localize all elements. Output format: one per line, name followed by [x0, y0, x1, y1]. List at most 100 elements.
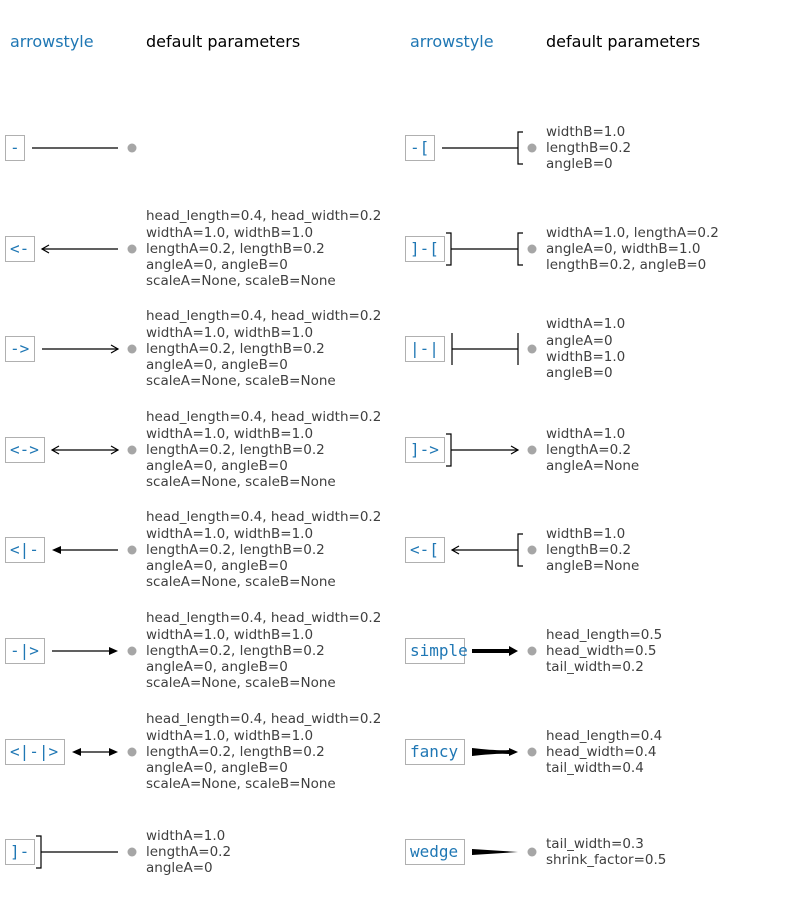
- parameter-line: head_length=0.4, head_width=0.2: [146, 208, 382, 225]
- parameter-line: lengthA=0.2, lengthB=0.2: [146, 441, 325, 458]
- arrowstyle-label: ->: [5, 336, 35, 362]
- parameter-line: angleA=0, angleB=0: [146, 760, 288, 777]
- parameter-line: lengthB=0.2: [546, 139, 632, 156]
- parameter-line: angleB=0: [546, 365, 613, 382]
- parameter-line: head_length=0.4, head_width=0.2: [146, 308, 382, 325]
- parameter-line: head_length=0.4, head_width=0.2: [146, 509, 382, 526]
- anchor-dot: [527, 244, 537, 254]
- arrow-dashgt-head-icon: [110, 344, 120, 354]
- arrow-ltdash-head-icon: [40, 244, 50, 254]
- parameter-line: scaleA=None, scaleB=None: [146, 474, 336, 491]
- parameter-line: tail_width=0.2: [546, 659, 644, 676]
- arrow-ltbardashbargt-head-a-icon: [72, 748, 81, 756]
- arrow-ltdashgt-head-b-icon: [110, 445, 120, 455]
- simple-arrow-icon: [472, 646, 518, 656]
- arrowstyle-label: ]-[: [405, 236, 445, 262]
- parameter-line: lengthB=0.2, angleB=0: [546, 257, 707, 274]
- parameter-line: angleA=0, widthB=1.0: [546, 240, 701, 257]
- anchor-dot: [527, 747, 537, 757]
- parameter-line: angleB=None: [546, 558, 640, 575]
- parameter-line: angleA=0, angleB=0: [146, 257, 288, 274]
- parameter-line: tail_width=0.4: [546, 760, 644, 777]
- parameter-line: angleA=0: [146, 860, 213, 877]
- arrow-rbdashgt-head-icon: [510, 445, 520, 455]
- parameter-line: lengthA=0.2, lengthB=0.2: [146, 340, 325, 357]
- arrowstyle-label: <->: [5, 437, 45, 463]
- arrowstyle-label: <-: [5, 236, 35, 262]
- parameter-line: tail_width=0.3: [546, 835, 644, 852]
- parameter-line: scaleA=None, scaleB=None: [146, 273, 336, 290]
- right-params-header: default parameters: [546, 32, 701, 51]
- arrowstyle-label: |-|: [405, 336, 445, 362]
- arrowstyle-label: <-[: [405, 537, 445, 563]
- parameter-line: widthA=1.0, widthB=1.0: [146, 727, 314, 744]
- parameter-line: lengthA=0.2, lengthB=0.2: [146, 642, 325, 659]
- parameter-line: head_length=0.4, head_width=0.2: [146, 409, 382, 426]
- anchor-dot: [127, 747, 137, 757]
- arrow-rbdash-bracket-icon: [36, 835, 42, 869]
- anchor-dot: [527, 847, 537, 857]
- arrow-ltbardash-head-icon: [52, 546, 61, 554]
- anchor-dot: [527, 143, 537, 153]
- arrow-ltdashlb-bracket-icon: [517, 533, 523, 567]
- anchor-dot: [127, 545, 137, 555]
- anchor-dot: [127, 344, 137, 354]
- parameter-line: widthA=1.0: [146, 827, 226, 844]
- anchor-dot: [527, 646, 537, 656]
- parameter-line: scaleA=None, scaleB=None: [146, 675, 336, 692]
- arrowstyle-label: <|-|>: [5, 739, 65, 765]
- arrow-dashlb-bracket-icon: [517, 131, 523, 165]
- left-params-header: default parameters: [146, 32, 301, 51]
- parameter-line: angleA=0, angleB=0: [146, 357, 288, 374]
- parameter-line: angleA=0, angleB=0: [146, 659, 288, 676]
- anchor-dot: [527, 445, 537, 455]
- parameter-line: widthA=1.0, widthB=1.0: [146, 525, 314, 542]
- anchor-dot: [127, 847, 137, 857]
- parameter-line: widthA=1.0, lengthA=0.2: [546, 224, 719, 241]
- arrowstyle-label: ]-: [5, 839, 35, 865]
- parameter-line: shrink_factor=0.5: [546, 851, 667, 868]
- anchor-dot: [127, 445, 137, 455]
- parameter-line: lengthB=0.2: [546, 541, 632, 558]
- wedge-arrow-icon: [472, 849, 518, 855]
- arrow-dashbargt-head-icon: [109, 647, 118, 655]
- parameter-line: lengthA=0.2, lengthB=0.2: [146, 240, 325, 257]
- arrow-ltdashgt-head-a-icon: [50, 445, 60, 455]
- parameter-line: widthA=1.0, widthB=1.0: [146, 626, 314, 643]
- parameter-line: widthA=1.0, widthB=1.0: [146, 324, 314, 341]
- parameter-line: angleA=None: [546, 458, 640, 475]
- anchor-dot: [127, 143, 137, 153]
- parameter-line: head_length=0.4, head_width=0.2: [146, 610, 382, 627]
- parameter-line: angleA=0, angleB=0: [146, 558, 288, 575]
- arrowstyle-label: simple: [405, 638, 468, 664]
- arrowstyle-label: <|-: [5, 537, 45, 563]
- parameter-line: lengthA=0.2, lengthB=0.2: [146, 541, 325, 558]
- arrowstyle-label: fancy: [405, 739, 465, 765]
- arrowstyle-label: -|>: [5, 638, 45, 664]
- parameter-line: head_length=0.4: [546, 727, 663, 744]
- parameter-line: scaleA=None, scaleB=None: [146, 574, 336, 591]
- parameter-line: widthB=1.0: [546, 123, 626, 140]
- parameter-line: scaleA=None, scaleB=None: [146, 373, 336, 390]
- parameter-line: widthA=1.0, widthB=1.0: [146, 425, 314, 442]
- arrowstyle-label: wedge: [405, 839, 465, 865]
- parameter-line: angleB=0: [546, 156, 613, 173]
- arrow-rbdashgt-bracket-icon: [446, 433, 452, 467]
- parameter-line: widthB=1.0: [546, 348, 626, 365]
- arrowstyle-label: ]->: [405, 437, 445, 463]
- anchor-dot: [527, 344, 537, 354]
- right-arrowstyle-header: arrowstyle: [410, 32, 494, 51]
- parameter-line: lengthA=0.2: [146, 843, 232, 860]
- parameter-line: widthA=1.0: [546, 316, 626, 333]
- parameter-line: angleA=0, angleB=0: [146, 458, 288, 475]
- parameter-line: head_width=0.4: [546, 743, 657, 760]
- left-arrowstyle-header: arrowstyle: [10, 32, 94, 51]
